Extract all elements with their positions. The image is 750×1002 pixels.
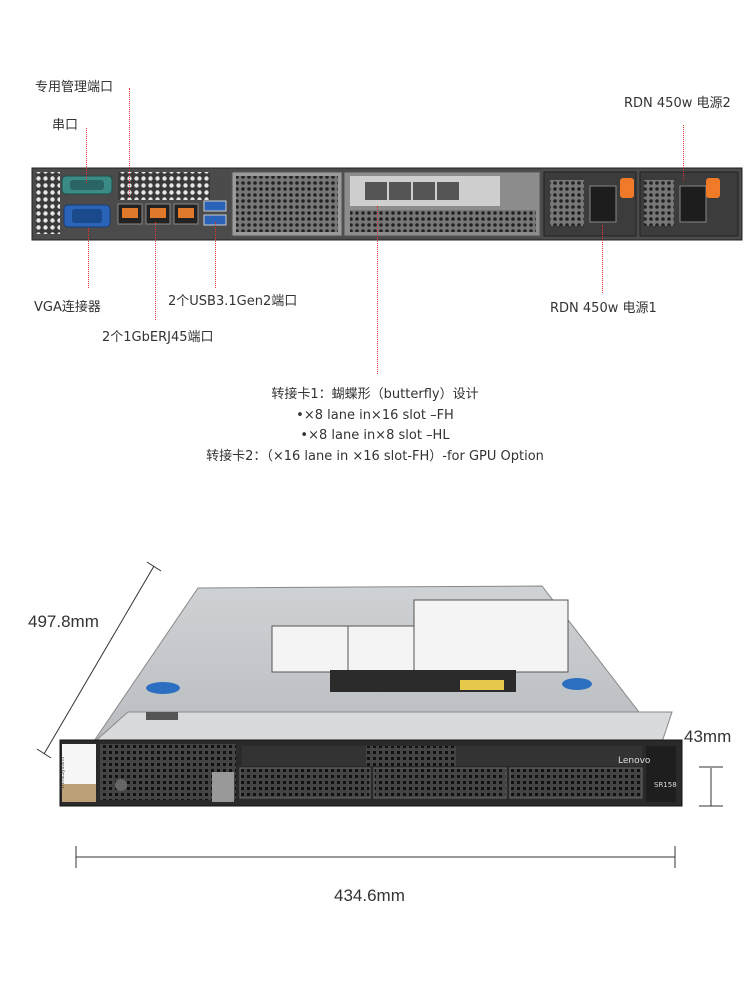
rear-panel-illustration [31, 167, 743, 241]
label-psu1: RDN 450w 电源1 [550, 301, 657, 316]
model-badge: SR158 [654, 781, 677, 789]
dimension-height: 43mm [684, 727, 732, 746]
label-serial-port: 串口 [52, 118, 79, 133]
dimension-width: 434.6mm [334, 886, 405, 905]
riser-line-3: •×8 lane in×8 slot –HL [300, 428, 450, 443]
dimension-depth: 497.8mm [28, 612, 99, 631]
label-mgmt-port: 专用管理端口 [35, 80, 114, 95]
riser-line-4: 转接卡2：（×16 lane in ×16 slot-FH）-for GPU O… [206, 448, 544, 464]
thinksystem-badge: ThinkSystem [60, 756, 66, 789]
brand-logo: Lenovo [618, 756, 651, 766]
label-usb: 2个USB3.1Gen2端口 [168, 294, 298, 309]
riser-line-2: •×8 lane in×16 slot –FH [296, 407, 454, 423]
label-vga: VGA连接器 [34, 300, 101, 315]
riser-line-1: 转接卡1：蝴蝶形（butterfly）设计 [271, 387, 479, 402]
label-rj45: 2个1GbERJ45端口 [102, 330, 214, 345]
riser-description: 转接卡1：蝴蝶形（butterfly）设计 •×8 lane in×16 slo… [0, 385, 750, 467]
label-psu2: RDN 450w 电源2 [624, 96, 731, 111]
